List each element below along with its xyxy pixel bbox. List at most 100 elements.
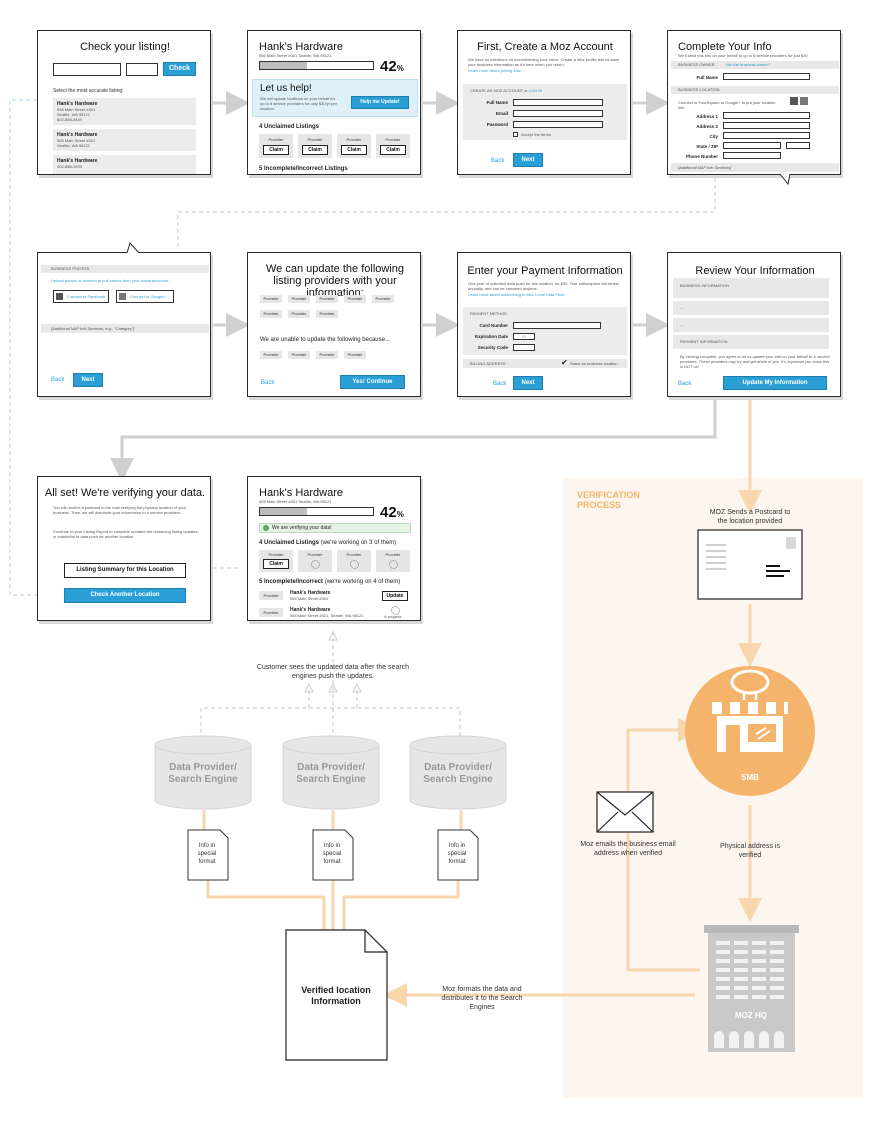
provider-label: Provider <box>268 137 284 142</box>
address1-label: Address 1 <box>696 114 718 119</box>
unclaimed-heading: 4 Unclaimed Listings (we're working on 3… <box>259 540 397 546</box>
additional-section: [Additional NAP Info Sections, e.g., "Ca… <box>41 324 209 333</box>
verifying-banner: We are verifying your data! <box>259 523 411 533</box>
phone-input[interactable] <box>723 152 781 159</box>
additional-label: [Additional NAP Info Sections] <box>678 165 732 170</box>
zip-input[interactable] <box>126 63 158 76</box>
claim-button[interactable]: Claim <box>341 145 367 155</box>
full-name-label: Full Name <box>696 75 718 80</box>
update-info-button[interactable]: Update My Information <box>723 376 827 390</box>
provider-chip: Provider <box>288 351 310 359</box>
postcard-note: MOZ Sends a Postcard to the location pro… <box>709 509 791 525</box>
learn-link[interactable]: Learn more about joining Moz. <box>468 68 523 73</box>
back-link[interactable]: Back <box>493 381 507 387</box>
google-plus-icon[interactable] <box>800 97 808 105</box>
zip-input[interactable] <box>786 142 810 149</box>
next-button[interactable]: Next <box>73 373 103 387</box>
listing-line: 555 Main Street #301 <box>57 107 96 112</box>
city-input[interactable] <box>723 132 810 139</box>
not-owner-link[interactable]: Not the business owner? <box>726 62 771 67</box>
checkmark-icon[interactable]: ✔ <box>561 358 568 367</box>
unable-text: We are unable to update the following be… <box>260 337 390 343</box>
security-label: Security Code <box>477 345 508 350</box>
listing-summary-button[interactable]: Listing Summary for this Location <box>64 563 186 578</box>
listing-option[interactable]: Hank's Hardware 555 Main Street #321 Sea… <box>53 129 196 151</box>
next-button[interactable]: Next <box>513 153 543 167</box>
address2-input[interactable] <box>723 122 810 129</box>
info-subtitle: We'll send this info on your behalf to u… <box>678 53 808 58</box>
moz-hq-label: MOZ HQ <box>735 1011 767 1020</box>
provider-chip: Provider <box>316 351 338 359</box>
biz-info-section: BUSINESS INFORMATION <box>673 278 829 298</box>
claim-button[interactable]: Claim <box>263 559 289 569</box>
full-name-input[interactable] <box>723 73 810 80</box>
location-section: BUSINESS LOCATION <box>671 86 839 94</box>
google-connect-button[interactable]: Connect to Google+ <box>116 290 174 303</box>
next-button[interactable]: Next <box>513 376 543 390</box>
check-button[interactable]: Check <box>163 62 196 76</box>
help-title: Let us help! <box>260 83 312 94</box>
check-another-button[interactable]: Check Another Location <box>64 588 186 603</box>
payment-info-section: PAYMENT INFORMATION <box>673 335 829 349</box>
listing-line: Seattle, WA 98121 <box>57 112 90 117</box>
completion-percent: 42% <box>380 504 404 521</box>
facebook-connect-button[interactable]: Connect to Facebook <box>53 290 109 303</box>
claim-button[interactable]: Claim <box>263 145 289 155</box>
verified-doc-label: Verified location Information <box>301 985 371 1006</box>
business-name-input[interactable] <box>53 63 121 76</box>
back-link[interactable]: Back <box>51 377 65 383</box>
row-name: Hank's Hardware <box>290 590 331 596</box>
exp-input[interactable]: / / <box>513 333 535 340</box>
email-input[interactable] <box>513 110 603 117</box>
help-update-button[interactable]: Help me Update! <box>351 96 409 109</box>
screen-listing-report-verifying: Hank's Hardware 555 Main Street #301 Sea… <box>247 476 421 621</box>
location-label: BUSINESS LOCATION <box>678 87 720 92</box>
provider-card: Provider Claim <box>376 134 410 158</box>
provider-chip: Provider <box>259 591 283 600</box>
foursquare-icon[interactable] <box>790 97 798 105</box>
learn-link[interactable]: Learn more about subscribing to Moz Loca… <box>468 292 566 297</box>
continuation-notch-icon <box>126 242 140 254</box>
info-format-label: Info in special format <box>447 843 467 865</box>
back-link[interactable]: Back <box>261 380 275 386</box>
spinner-icon <box>311 560 320 569</box>
page-title: Check your listing! <box>80 41 170 53</box>
terms-text: By clicking complete, you agree to let u… <box>680 354 830 369</box>
listing-option[interactable]: Hank's Hardware 302-886-3459 <box>53 155 196 174</box>
password-input[interactable] <box>513 121 603 128</box>
security-input[interactable] <box>513 344 535 351</box>
verification-title: VERIFICATION PROCESS <box>577 490 640 510</box>
login-link[interactable]: LOG IN <box>528 88 543 93</box>
accept-checkbox[interactable] <box>513 132 518 137</box>
additional-label: [Additional NAP Info Sections, e.g., "Ca… <box>51 326 135 331</box>
help-text: We will update locations on your behalf … <box>260 96 337 111</box>
claim-button[interactable]: Claim <box>302 145 328 155</box>
spinner-icon <box>391 606 400 615</box>
listing-name: Hank's Hardware <box>57 132 98 138</box>
page-title: Complete Your Info <box>678 41 772 53</box>
postcard-text: You will receive a postcard in the mail … <box>53 505 187 515</box>
exp-label: Expiration Date <box>474 334 508 339</box>
email-label: Email <box>495 111 508 116</box>
provider-label: Provider <box>346 552 362 557</box>
owner-section: BUSINESS OWNER Not the business owner? <box>671 61 839 69</box>
full-name-input[interactable] <box>513 99 603 106</box>
back-link[interactable]: Back <box>491 158 505 164</box>
card-input[interactable] <box>513 322 601 329</box>
state-input[interactable] <box>723 142 781 149</box>
moz-formats-note: Moz formats the data and distributes it … <box>441 986 523 1011</box>
business-address: 555 Main Street #301 Seattle, WA 98121 <box>259 53 332 58</box>
provider-label: Provider <box>307 137 323 142</box>
claim-button[interactable]: Claim <box>380 145 406 155</box>
update-button[interactable]: Update <box>382 591 408 601</box>
full-name-label: Full Name <box>486 100 508 105</box>
listing-option[interactable]: Hank's Hardware 555 Main Street #301 Sea… <box>53 98 196 125</box>
method-label: PAYMENT METHOD <box>470 311 508 316</box>
provider-chip: Provider <box>316 310 338 318</box>
back-link[interactable]: Back <box>678 381 692 387</box>
address1-input[interactable] <box>723 112 810 119</box>
continue-button[interactable]: Yes! Continue <box>340 375 405 389</box>
